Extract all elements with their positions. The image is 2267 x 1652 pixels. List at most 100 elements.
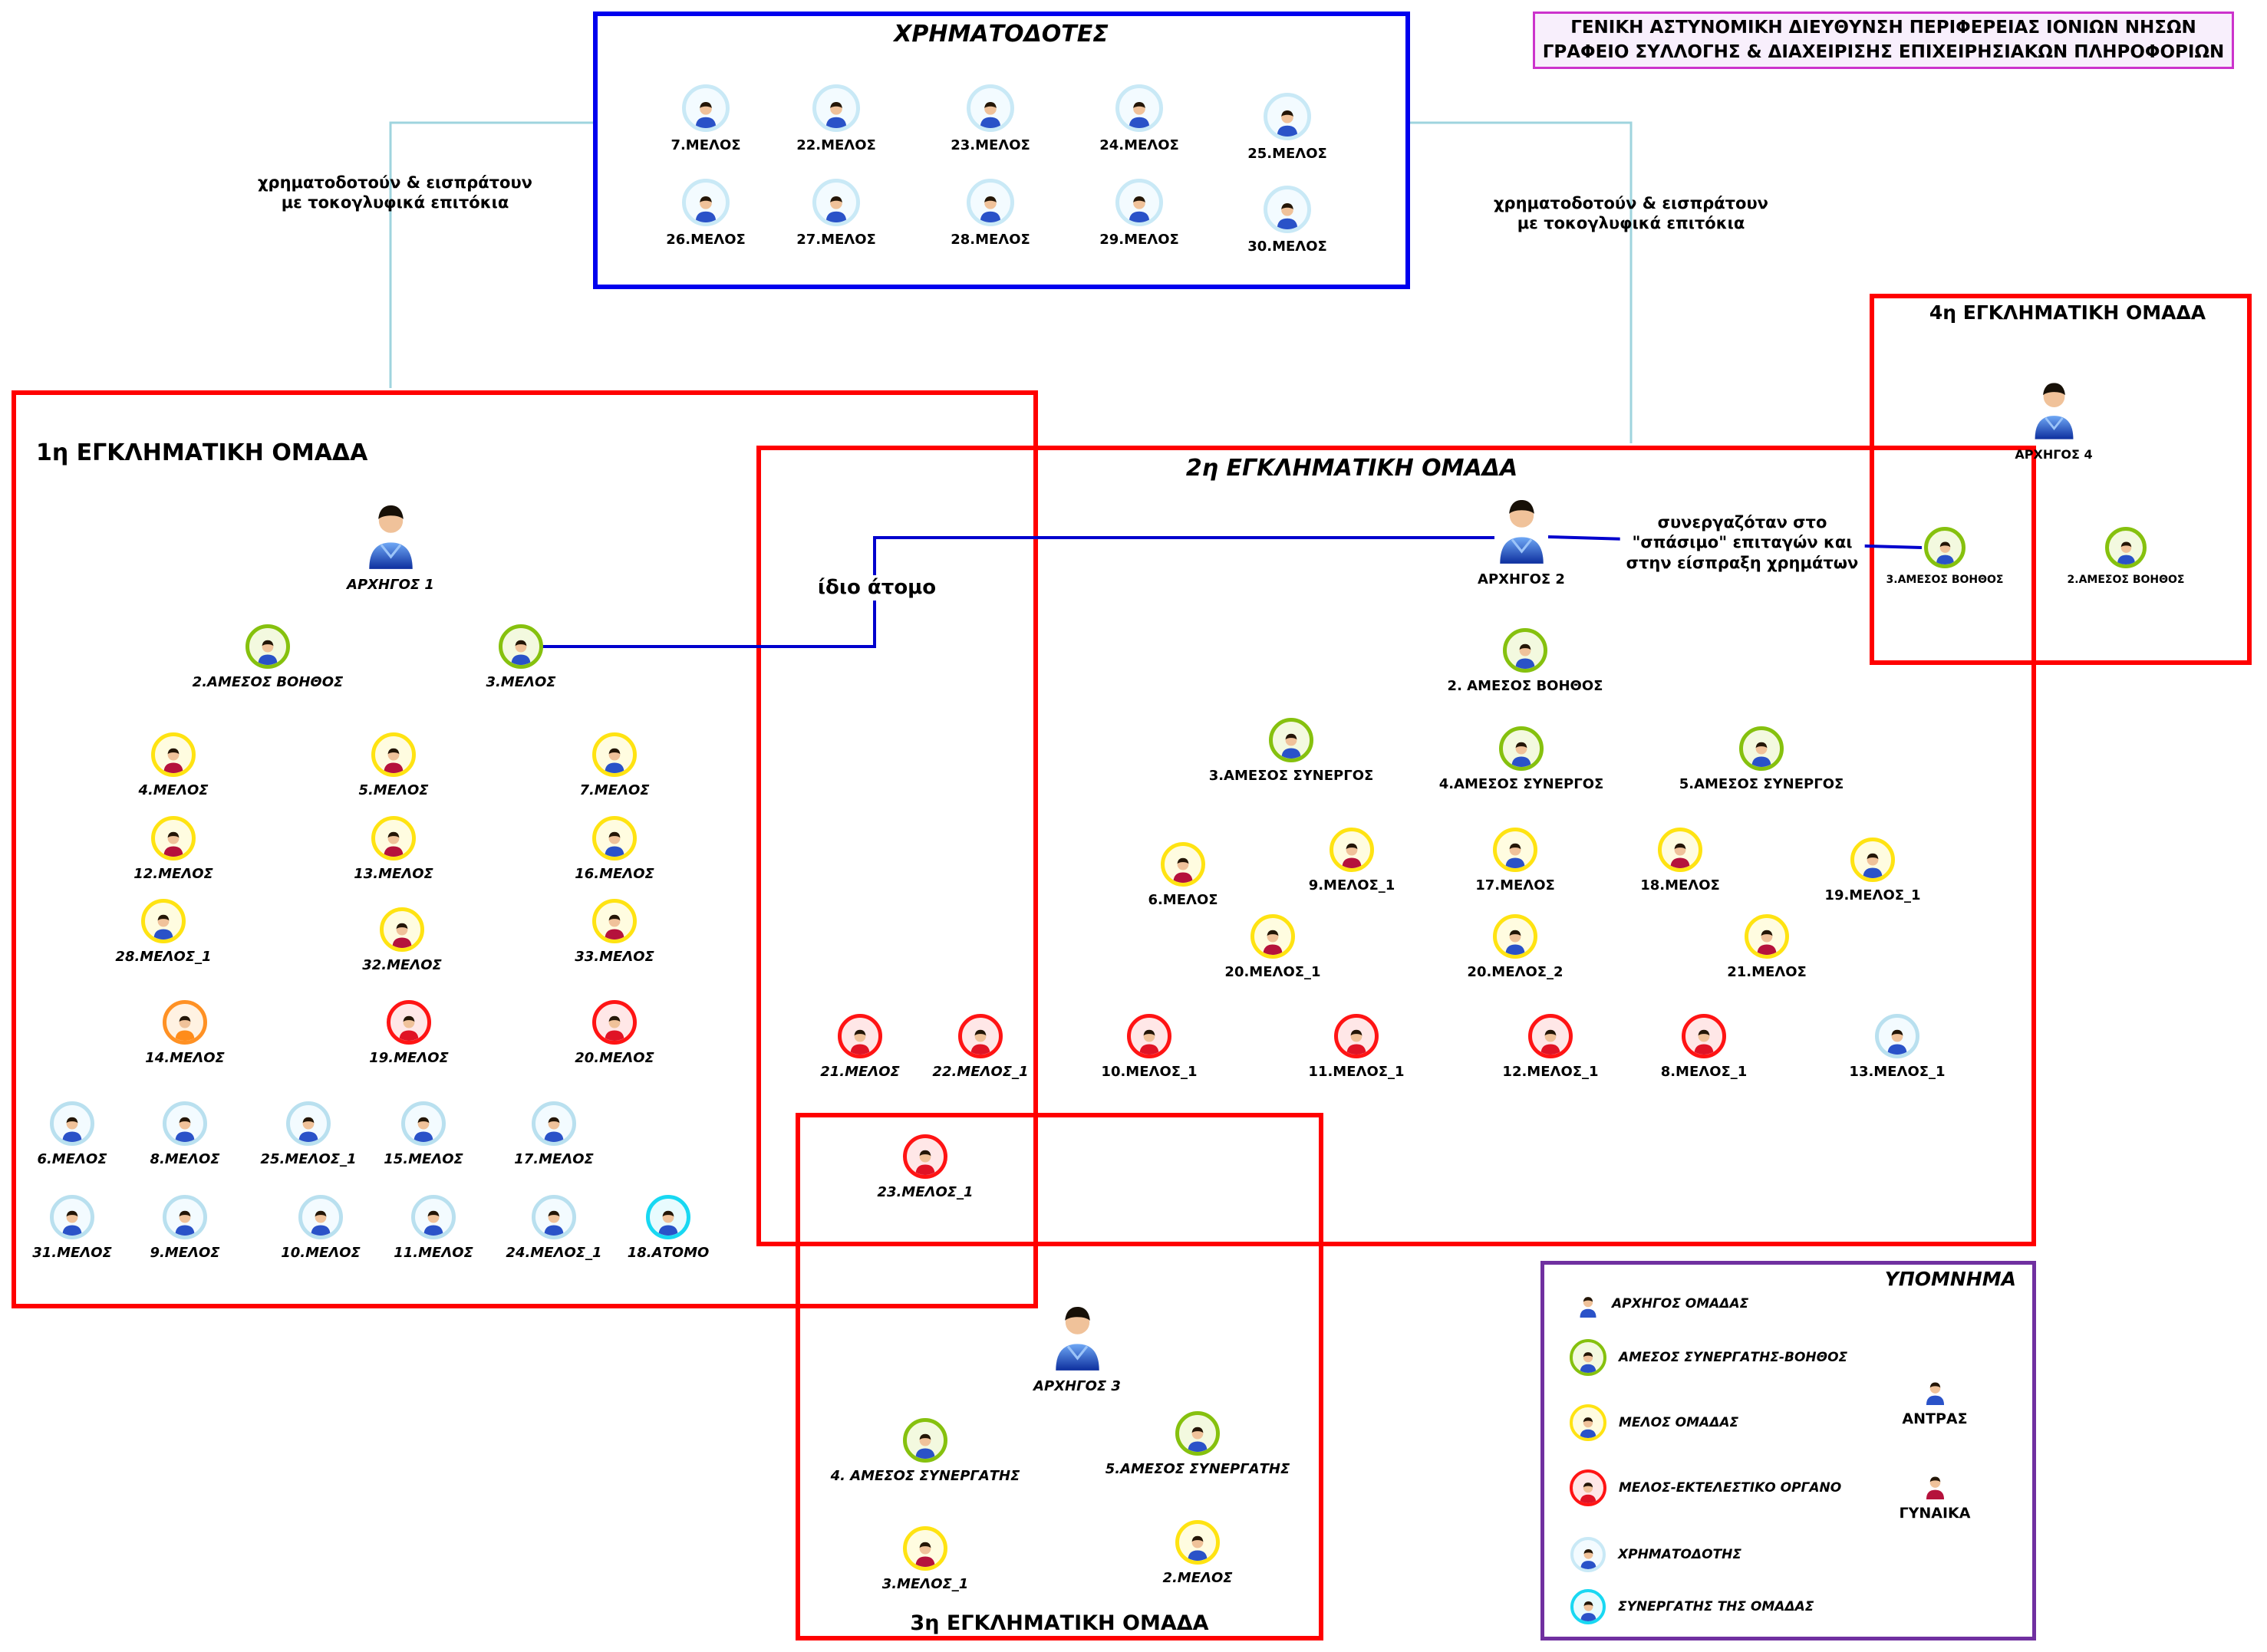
person-node[interactable] [682,179,730,226]
person-node[interactable] [967,84,1014,132]
person-node[interactable] [903,1134,947,1179]
person-node[interactable] [1175,1411,1220,1456]
node-label: 8.ΜΕΛΟΣ_1 [1660,1064,1748,1080]
woman-icon [1666,841,1694,868]
group2-box [756,446,2036,1246]
person-node[interactable] [387,1000,431,1045]
person-node[interactable] [151,732,196,777]
leader-node[interactable] [1051,1306,1104,1371]
person-node[interactable] [401,1101,446,1146]
person-node[interactable] [245,624,290,669]
person-figure[interactable] [1923,1374,1948,1405]
person-node[interactable] [1739,726,1784,771]
person-node[interactable] [1503,628,1547,673]
person-node[interactable] [50,1101,94,1146]
person-node[interactable] [646,1195,690,1239]
person-node[interactable] [1115,84,1163,132]
person-node[interactable] [1570,1469,1606,1506]
person-node[interactable] [1570,1537,1606,1572]
person-node[interactable] [1570,1404,1606,1441]
node-label: 12.ΜΕΛΟΣ_1 [1502,1064,1599,1080]
yellow-ring [371,732,416,777]
person-node[interactable] [1682,1014,1726,1058]
person-node[interactable] [592,732,637,777]
person-node[interactable] [1850,838,1895,882]
person-node[interactable] [903,1418,947,1463]
person-figure[interactable] [1923,1469,1948,1499]
person-node[interactable] [1115,179,1163,226]
person-node[interactable] [1250,914,1295,959]
leader-node[interactable] [1495,499,1548,564]
man-icon [1343,1027,1370,1055]
person-node[interactable] [411,1195,456,1239]
person-node[interactable] [1570,1339,1606,1376]
person-node[interactable] [1745,914,1789,959]
person-node[interactable] [812,179,860,226]
person-node[interactable] [592,1000,637,1045]
person-node[interactable] [286,1101,331,1146]
node-label: 26.ΜΕΛΟΣ [666,232,746,248]
person-node[interactable] [1264,186,1311,233]
person-node[interactable] [141,899,186,943]
person-node[interactable] [1269,718,1313,762]
person-node[interactable] [1264,93,1311,140]
person-node[interactable] [163,1195,207,1239]
person-node[interactable] [371,816,416,861]
person-node[interactable] [1924,527,1966,568]
leader-node[interactable] [2031,383,2078,439]
node-label: 20.ΜΕΛΟΣ_1 [1224,964,1321,980]
man-icon [254,637,282,665]
person-node[interactable] [1875,1014,1919,1058]
leader-node[interactable] [364,505,417,569]
node-label: 10.ΜΕΛΟΣ_1 [1101,1064,1198,1080]
person-node[interactable] [1528,1014,1573,1058]
person-node[interactable] [50,1195,94,1239]
person-node[interactable] [1658,828,1702,872]
person-node[interactable] [532,1101,576,1146]
person-node[interactable] [1493,914,1537,959]
connector-financiers-to-group1 [389,121,593,388]
person-node[interactable] [163,1000,207,1045]
red-ring [592,1000,637,1045]
person-node[interactable] [958,1014,1003,1058]
person-node[interactable] [903,1526,947,1571]
man-icon [1577,1547,1600,1569]
person-node[interactable] [371,732,416,777]
person-node[interactable] [1499,726,1544,771]
person-node[interactable] [499,624,543,669]
node-label: 16.ΜΕΛΟΣ [575,866,654,882]
yellow-ring [1658,828,1702,872]
person-node[interactable] [967,179,1014,226]
person-node[interactable] [812,84,860,132]
leader-icon [1495,499,1548,564]
financier-ring [1264,186,1311,233]
person-node[interactable] [1330,828,1374,872]
node-label: 20.ΜΕΛΟΣ_2 [1467,964,1564,980]
person-node[interactable] [163,1101,207,1146]
person-node[interactable] [380,907,424,952]
person-node[interactable] [151,816,196,861]
person-node[interactable] [1127,1014,1171,1058]
green-ring [1269,718,1313,762]
person-figure[interactable] [1577,1290,1600,1318]
person-node[interactable] [592,899,637,943]
person-node[interactable] [1175,1520,1220,1565]
node-label: 9.ΜΕΛΟΣ_1 [1308,877,1395,893]
man-icon [410,1114,437,1142]
red-ring [1334,1014,1379,1058]
group3-box [796,1113,1323,1640]
person-node[interactable] [1570,1589,1606,1624]
group4-title: 4η ΕΓΚΛΗΜΑΤΙΚΗ ΟΜΑΔΑ [1929,301,2206,324]
man-icon [601,1013,628,1041]
person-node[interactable] [592,816,637,861]
person-node[interactable] [682,84,730,132]
person-node[interactable] [1334,1014,1379,1058]
person-node[interactable] [838,1014,882,1058]
person-node[interactable] [2105,527,2147,568]
person-node[interactable] [532,1195,576,1239]
person-node[interactable] [298,1195,343,1239]
person-node[interactable] [1161,842,1205,887]
person-node[interactable] [1493,828,1537,872]
